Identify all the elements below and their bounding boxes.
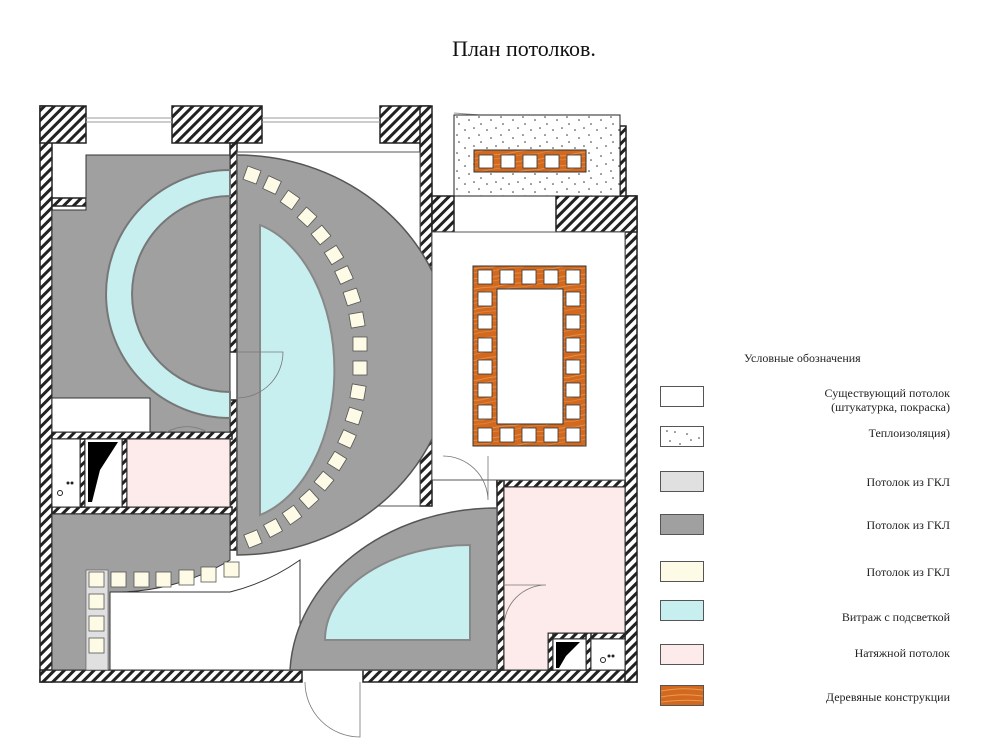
door-swings — [166, 351, 547, 738]
legend-item-glass: Витраж с подсветкой — [660, 600, 950, 624]
arc-lighting-tiles — [242, 165, 368, 549]
legend-swatch — [660, 685, 704, 706]
legend-item-existing-ceiling: Существующий потолок(штукатурка, покраск… — [660, 386, 950, 414]
legend-swatch — [660, 386, 704, 407]
shaft — [51, 438, 81, 508]
legend-swatch — [660, 561, 704, 582]
legend-swatch — [660, 514, 704, 535]
legend-item-wood: Деревяные конструкции — [660, 685, 950, 709]
legend-swatch — [660, 644, 704, 665]
corridor-lighting-tiles — [88, 561, 240, 654]
legend-item-insulation: Теплоизоляция) — [660, 426, 950, 450]
legend-label: Витраж с подсветкой — [841, 610, 950, 624]
legend-swatch — [660, 426, 704, 447]
glass-ring — [105, 168, 231, 420]
legend-item-gkl-cream: Потолок из ГКЛ — [660, 561, 950, 585]
balcony-wood-beam — [473, 149, 587, 173]
page-title: План потолков. — [452, 36, 596, 61]
legend-label: Натяжной потолок — [854, 646, 950, 660]
legend-label: Потолок из ГКЛ — [866, 475, 951, 489]
wood-frame — [472, 265, 587, 447]
legend-label: Деревяные конструкции — [825, 690, 950, 704]
legend-swatch — [660, 600, 704, 621]
legend-title: Условные обозначения — [744, 351, 861, 365]
legend-label: Существующий потолок(штукатурка, покраск… — [824, 386, 950, 414]
bathroom-stretch-ceiling — [126, 438, 231, 508]
legend-swatch — [660, 471, 704, 492]
half-moon-glass — [259, 223, 336, 517]
legend-label: Потолок из ГКЛ — [866, 565, 951, 579]
legend-label: Теплоизоляция) — [868, 426, 950, 440]
legend-label: Потолок из ГКЛ — [866, 518, 951, 532]
bedroom-stretch-ceiling — [503, 486, 626, 671]
quarter-room-glass — [323, 543, 471, 641]
legend-item-gkl-light: Потолок из ГКЛ — [660, 471, 950, 495]
legend-item-gkl-dark: Потолок из ГКЛ — [660, 514, 950, 538]
legend-item-stretch-ceiling: Натяжной потолок — [660, 644, 950, 668]
